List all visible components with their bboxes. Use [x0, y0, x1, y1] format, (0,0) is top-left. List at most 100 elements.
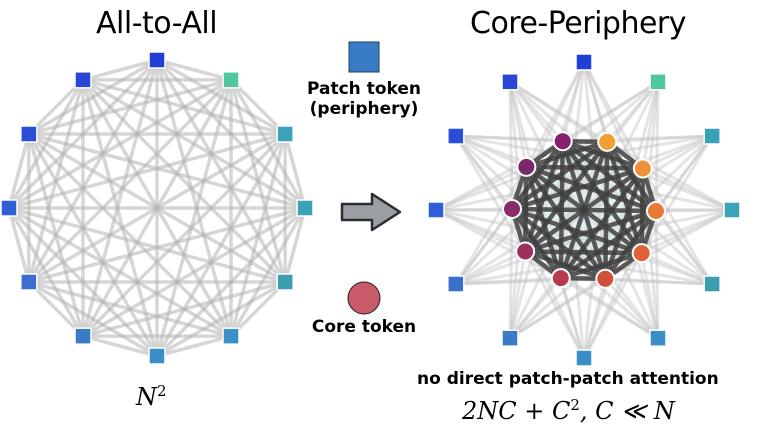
attention-edge — [283, 207, 307, 283]
attention-edge — [8, 206, 286, 284]
periphery-core-edge — [454, 135, 527, 253]
periphery-core-edge — [642, 134, 713, 170]
attention-edge — [7, 78, 85, 209]
attention-edge — [27, 133, 159, 357]
attention-edge — [27, 78, 233, 284]
patch-token-node — [649, 329, 667, 347]
patch-token-node — [501, 73, 519, 91]
patch-token-label-line2: (periphery) — [309, 99, 419, 119]
periphery-core-edge — [641, 167, 714, 285]
periphery-core-edge — [435, 208, 562, 280]
periphery-core-edge — [435, 208, 526, 253]
periphery-core-edge — [508, 208, 514, 339]
periphery-core-edge — [508, 81, 514, 210]
attention-edge — [7, 207, 31, 283]
periphery-nodes — [427, 53, 741, 367]
periphery-core-edge — [582, 61, 609, 143]
patch-token-node — [575, 349, 593, 367]
patch-token-node — [447, 127, 465, 145]
core-token-node — [515, 241, 536, 262]
periphery-core-edge — [582, 278, 607, 359]
core-token-node — [645, 201, 666, 222]
patch-token-node — [501, 329, 519, 347]
core-periphery-caption: no direct patch-patch attention — [417, 369, 719, 389]
core-token-node — [516, 156, 537, 177]
periphery-core-edge — [525, 61, 586, 168]
core-core-edge — [525, 164, 657, 214]
patch-token-node — [222, 327, 240, 345]
core-token-node — [631, 243, 652, 264]
patch-token-node — [222, 71, 240, 89]
attention-edge — [81, 78, 287, 284]
patch-token-node — [447, 275, 465, 293]
transform-arrow-icon — [340, 192, 402, 232]
periphery-core-edge — [582, 252, 643, 359]
patch-token-node — [148, 347, 166, 365]
periphery-core-edge — [435, 165, 528, 212]
core-core-edge — [560, 250, 643, 281]
attention-edge — [27, 132, 233, 338]
core-core-edge — [525, 165, 643, 255]
core-token-node — [552, 131, 573, 152]
patch-token-node — [148, 51, 166, 69]
core-core-edge — [524, 208, 657, 254]
periphery-core-edge — [654, 81, 660, 212]
core-token-node — [597, 131, 618, 152]
patch-token-node — [20, 273, 38, 291]
attention-edge — [28, 206, 306, 284]
periphery-core-edge — [604, 208, 733, 281]
attention-edge — [81, 132, 287, 338]
periphery-core-edge — [642, 167, 733, 212]
patch-token-node — [296, 199, 314, 217]
attention-edge — [27, 79, 85, 283]
periphery-core-edge — [435, 139, 564, 212]
core-core-edge — [526, 164, 643, 171]
core-token-node — [595, 268, 616, 289]
periphery-core-edge — [509, 277, 607, 340]
periphery-core-edge — [455, 250, 526, 286]
attention-edge — [8, 206, 232, 338]
periphery-core-edge — [559, 276, 659, 340]
patch-token-node — [575, 53, 593, 71]
patch-token-node — [703, 127, 721, 145]
attention-edge — [82, 334, 158, 358]
periphery-core-edge — [454, 208, 514, 285]
core-core-edge — [511, 206, 643, 256]
periphery-core-edge — [640, 208, 733, 255]
core-core-edge — [524, 249, 607, 281]
periphery-core-edge — [454, 135, 514, 210]
all-to-all-title: All-to-All — [96, 6, 218, 41]
periphery-core-edge — [455, 134, 527, 169]
periphery-core-edge — [559, 277, 586, 359]
attention-edge — [82, 78, 286, 136]
attention-edge — [7, 207, 85, 338]
periphery-core-edge — [641, 81, 660, 169]
periphery-core-edge — [523, 250, 586, 359]
all-to-all-edges — [7, 58, 307, 358]
periphery-core-edge — [509, 80, 609, 144]
patch-token-node — [20, 125, 38, 143]
periphery-core-edge — [508, 277, 562, 340]
attention-edge — [27, 133, 85, 337]
attention-edge — [82, 78, 306, 210]
patch-token-swatch — [348, 41, 380, 73]
core-core-edge — [511, 166, 644, 212]
attention-edge — [229, 78, 287, 136]
attention-edge — [81, 59, 159, 337]
patch-token-node — [276, 273, 294, 291]
patch-token-label: Patch token (periphery) — [300, 79, 428, 119]
periphery-core-edge — [654, 135, 714, 212]
periphery-core-edge — [640, 252, 660, 339]
all-to-all-nodes — [0, 51, 314, 365]
periphery-core-edge — [435, 207, 513, 212]
periphery-core-edge — [606, 140, 733, 212]
periphery-core-edge — [607, 134, 713, 144]
core-periphery-complexity: 2NC + C2, C ≪ N — [462, 396, 675, 425]
legend — [347, 41, 381, 315]
periphery-core-edge — [640, 135, 714, 254]
patch-token-node — [723, 201, 741, 219]
attention-edge — [82, 58, 158, 82]
attention-edge — [155, 59, 233, 337]
attention-edge — [7, 133, 31, 209]
attention-edge — [27, 78, 85, 136]
